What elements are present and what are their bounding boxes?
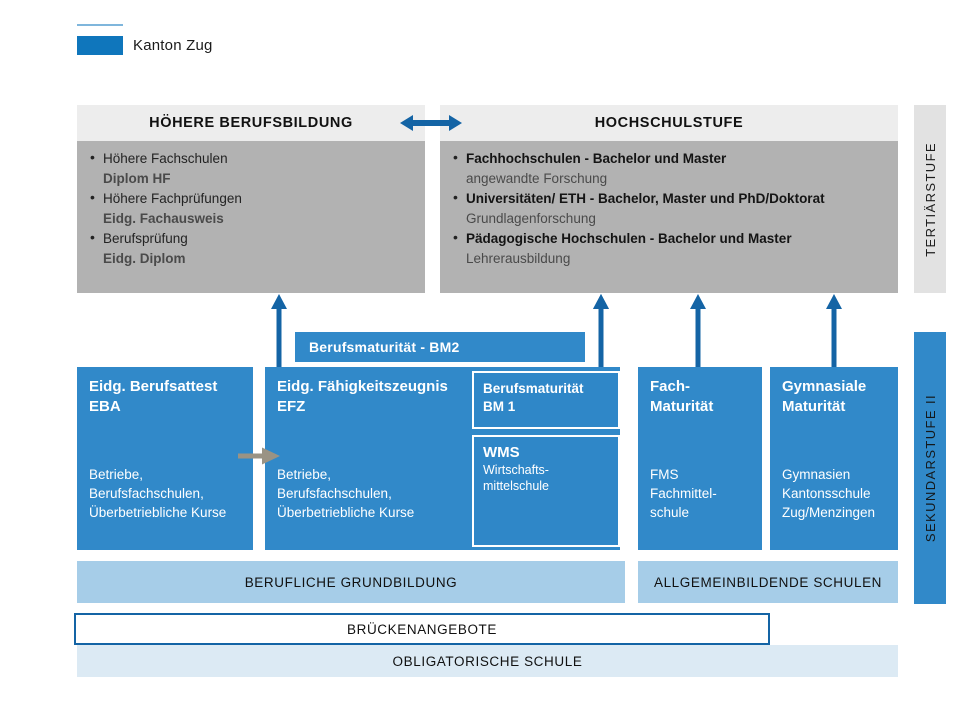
efz-title-line1: Eidg. Fähigkeitszeugnis xyxy=(277,378,448,395)
box-wms: WMS Wirtschafts- mittelschule xyxy=(472,435,620,547)
logo-rule xyxy=(77,24,123,26)
hoehere-berufsbildung-list: Höhere Fachschulen Diplom HF Höhere Fach… xyxy=(89,148,413,268)
arrow-up-bm1-to-hochschulstufe-icon xyxy=(592,294,610,370)
stage-bar-secondary: SEKUNDARSTUFE II xyxy=(914,332,946,604)
arrow-right-eba-to-efz-icon xyxy=(238,447,280,465)
list-item: Pädagogische Hochschulen - Bachelor und … xyxy=(452,228,886,248)
stage-bar-tertiary: TERTIÄRSTUFE xyxy=(914,105,946,293)
item-sub: Eidg. Fachausweis xyxy=(103,211,224,226)
bm1-title-line1: Berufsmaturität xyxy=(483,381,584,396)
box-berufsmaturitaet-bm1: Berufsmaturität BM 1 xyxy=(472,371,620,429)
box-fach-maturitaet: Fach- Maturität FMS Fachmittel- schule xyxy=(638,367,762,550)
item-sub: angewandte Forschung xyxy=(466,171,608,186)
list-item: Fachhochschulen - Bachelor und Master xyxy=(452,148,886,168)
arrow-up-efz-to-hoehere-berufsbildung-icon xyxy=(270,294,288,370)
eba-desc-line2: Berufsfachschulen, xyxy=(89,486,204,501)
item-main: Berufsprüfung xyxy=(103,231,188,246)
list-item: Berufsprüfung xyxy=(89,228,413,248)
item-main: Pädagogische Hochschulen - Bachelor und … xyxy=(466,231,792,246)
hochschulstufe-header: HOCHSCHULSTUFE xyxy=(440,105,898,141)
list-item: Universitäten/ ETH - Bachelor, Master un… xyxy=(452,188,886,208)
item-main: Höhere Fachschulen xyxy=(103,151,228,166)
gym-title-line2: Maturität xyxy=(782,398,846,415)
item-sub: Grundlagenforschung xyxy=(466,211,596,226)
box-eidg-berufsattest-eba: Eidg. Berufsattest EBA Betriebe, Berufsf… xyxy=(77,367,253,550)
item-sub: Diplom HF xyxy=(103,171,171,186)
eba-desc-line1: Betriebe, xyxy=(89,467,144,482)
arrow-up-fachmaturitaet-to-hochschulstufe-icon xyxy=(689,294,707,370)
fms-title-line2: Maturität xyxy=(650,398,714,415)
stage-bar-tertiary-label: TERTIÄRSTUFE xyxy=(922,141,938,257)
wms-title: WMS xyxy=(483,444,520,461)
item-sub: Eidg. Diplom xyxy=(103,251,186,266)
efz-title-line2: EFZ xyxy=(277,398,306,415)
hoehere-berufsbildung-header: HÖHERE BERUFSBILDUNG xyxy=(77,105,425,141)
bar-berufliche-grundbildung: BERUFLICHE GRUNDBILDUNG xyxy=(77,561,625,603)
fms-title-line1: Fach- xyxy=(650,378,691,395)
bar-allgemeinbildende-schulen: ALLGEMEINBILDENDE SCHULEN xyxy=(638,561,898,603)
logo-mark xyxy=(77,36,123,55)
efz-desc-line1: Betriebe, xyxy=(277,467,332,482)
logo-brand-text: Kanton Zug xyxy=(133,37,213,54)
fms-desc-line3: schule xyxy=(650,505,690,520)
fms-desc-line1: FMS xyxy=(650,467,679,482)
box-gymnasiale-maturitaet: Gymnasiale Maturität Gymnasien Kantonssc… xyxy=(770,367,898,550)
eba-desc-line3: Überbetriebliche Kurse xyxy=(89,505,227,520)
bm1-title-line2: BM 1 xyxy=(483,399,516,414)
hochschulstufe-body: Fachhochschulen - Bachelor und Master an… xyxy=(440,141,898,293)
item-sub: Lehrerausbildung xyxy=(466,251,571,266)
bar-obligatorische-schule: OBLIGATORISCHE SCHULE xyxy=(77,645,898,677)
wms-desc-line1: Wirtschafts- xyxy=(483,463,549,477)
efz-desc-line2: Berufsfachschulen, xyxy=(277,486,392,501)
wms-desc-line2: mittelschule xyxy=(483,479,549,493)
fms-desc-line2: Fachmittel- xyxy=(650,486,717,501)
list-item: Höhere Fachschulen xyxy=(89,148,413,168)
berufsmaturitaet-bm2-bar: Berufsmaturität - BM2 xyxy=(295,332,585,362)
bidirectional-link-arrow-icon xyxy=(400,112,462,134)
efz-desc-line3: Überbetriebliche Kurse xyxy=(277,505,415,520)
eba-title-line2: EBA xyxy=(89,398,121,415)
bar-brueckenangebote: BRÜCKENANGEBOTE xyxy=(74,613,770,645)
list-item: Höhere Fachprüfungen xyxy=(89,188,413,208)
stage-bar-secondary-label: SEKUNDARSTUFE II xyxy=(922,393,938,543)
gym-desc-line2: Kantonsschule xyxy=(782,486,871,501)
eba-title-line1: Eidg. Berufsattest xyxy=(89,378,218,395)
gym-desc-line1: Gymnasien xyxy=(782,467,851,482)
item-main: Höhere Fachprüfungen xyxy=(103,191,242,206)
item-main: Universitäten/ ETH - Bachelor, Master un… xyxy=(466,191,825,206)
hochschulstufe-list: Fachhochschulen - Bachelor und Master an… xyxy=(452,148,886,268)
gym-desc-line3: Zug/Menzingen xyxy=(782,505,876,520)
item-main: Fachhochschulen - Bachelor und Master xyxy=(466,151,727,166)
hoehere-berufsbildung-body: Höhere Fachschulen Diplom HF Höhere Fach… xyxy=(77,141,425,293)
gym-title-line1: Gymnasiale xyxy=(782,378,867,395)
arrow-up-gymnasiale-maturitaet-to-hochschulstufe-icon xyxy=(825,294,843,370)
